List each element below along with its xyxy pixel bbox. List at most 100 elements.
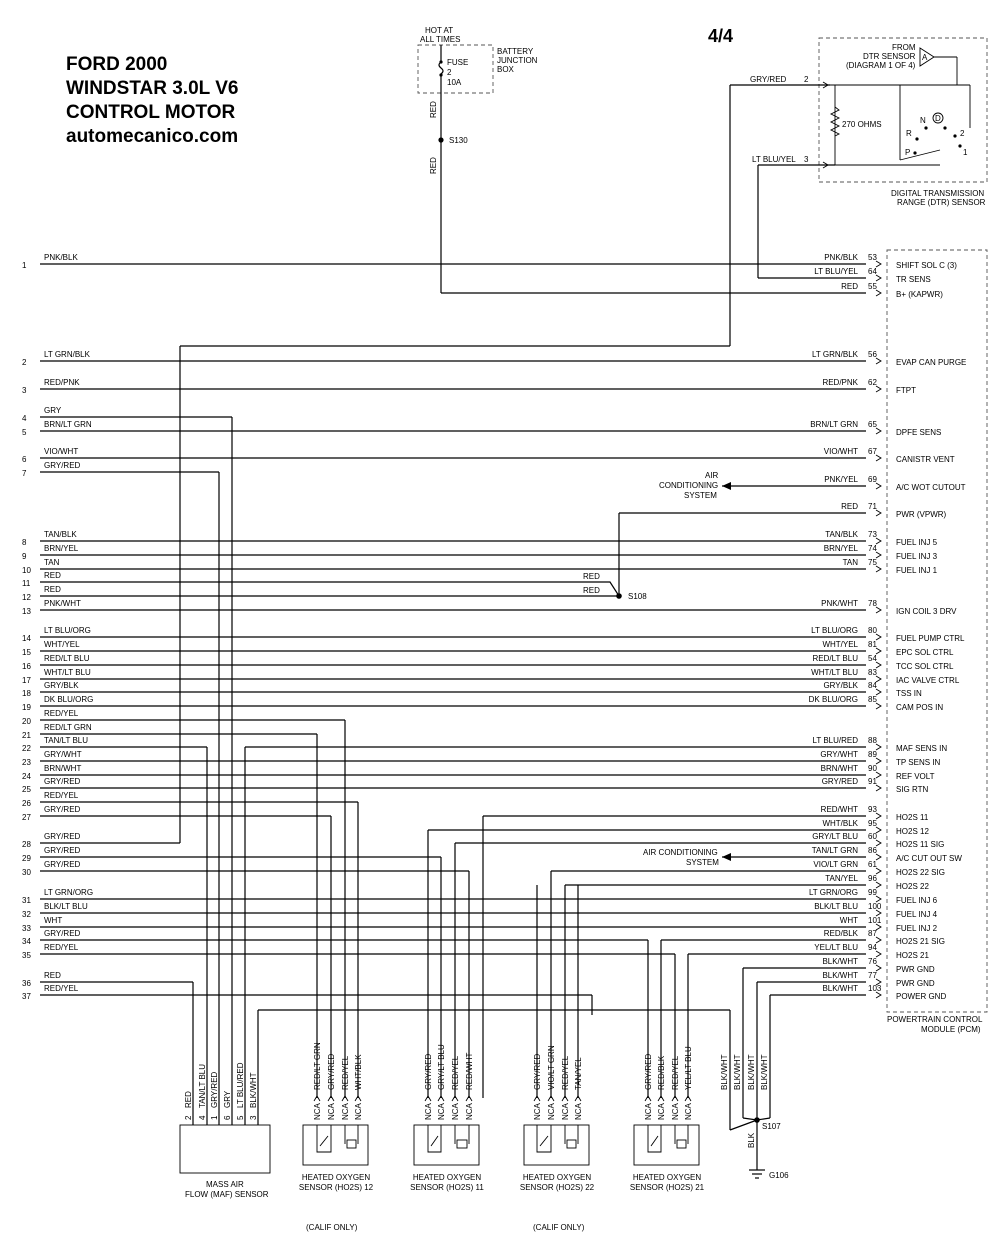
ho2s-pin-chevron-icon (684, 1095, 692, 1102)
left-row-color: BRN/LT GRN (44, 420, 92, 429)
left-row-color: TAN/LT BLU (44, 736, 88, 745)
left-row-color: TAN (44, 558, 60, 567)
pcm-pin-function: PWR (VPWR) (896, 510, 947, 519)
pcm-pin-chevron-icon (875, 675, 882, 683)
title-block: FORD 2000 WINDSTAR 3.0L V6 CONTROL MOTOR… (66, 26, 733, 147)
ho2s-label-1: HEATED OXYGEN (302, 1173, 371, 1182)
pcm-pin-chevron-icon (875, 633, 882, 641)
dtr-contact-n (924, 126, 928, 130)
ac-cutout-label-1: AIR CONDITIONING (643, 848, 718, 857)
left-row-color: GRY/BLK (44, 681, 79, 690)
pcm-pin-function: FUEL INJ 5 (896, 538, 938, 547)
pcm-pin-function: HO2S 22 SIG (896, 868, 945, 877)
dtr-sensor: FROM DTR SENSOR (DIAGRAM 1 OF 4) A 270 O… (180, 37, 988, 347)
pcm-wire-color: GRY/WHT (820, 750, 858, 759)
pcm-wire-color: BLK/WHT (822, 957, 858, 966)
ground-join-2 (729, 1119, 758, 1131)
pcm-pin-number: 90 (868, 764, 877, 773)
pcm-pin-function: HO2S 22 (896, 882, 929, 891)
pcm-pin-function: A/C CUT OUT SW (896, 854, 962, 863)
maf-pin-number: 2 (184, 1115, 193, 1120)
ho2s-wire-color: GRY/RED (644, 1053, 653, 1090)
pcm-pin-function: EVAP CAN PURGE (896, 358, 966, 367)
dtr-pin3-chevron-icon (822, 161, 829, 169)
pcm-wire-color: RED (841, 282, 858, 291)
ho2s-element-icon (316, 1125, 332, 1153)
pcm-pin-chevron-icon (875, 881, 882, 889)
pcm-pin-number: 93 (868, 805, 877, 814)
pcm-pin-chevron-icon (875, 936, 882, 944)
ho2s-wire-color: RED/YEL (341, 1055, 350, 1090)
left-row-number: 9 (22, 552, 27, 561)
pcm-pin-function: EPC SOL CTRL (896, 648, 954, 657)
pcm-wire-color: GRY/BLK (823, 681, 858, 690)
left-row-color: GRY/RED (44, 461, 81, 470)
pcm-pin-number: 73 (868, 530, 877, 539)
pcm-pin-function: HO2S 11 (896, 813, 929, 822)
ho2s-nca-label: NCA (533, 1102, 542, 1120)
pcm-pin-function: FUEL INJ 3 (896, 552, 938, 561)
dtr-pos-p: P (905, 148, 910, 157)
splice-s130-dot (438, 137, 444, 143)
fuse-rating: 10A (447, 78, 462, 87)
dtr-from-2: DTR SENSOR (863, 52, 916, 61)
left-row-color: RED/LT GRN (44, 723, 92, 732)
dtr-d-circle (932, 112, 944, 124)
pcm-wire-color: GRY/LT BLU (812, 832, 858, 841)
maf-pin-number: 1 (210, 1115, 219, 1120)
ground-blk-label: BLK (747, 1132, 756, 1148)
pcm-pin-function: PWR GND (896, 965, 935, 974)
pcm-pin-function: A/C WOT CUTOUT (896, 483, 966, 492)
ho2s-pin-chevron-icon (671, 1095, 679, 1102)
left-row-number: 13 (22, 607, 31, 616)
ho2s-variable-arrow-icon (319, 1135, 329, 1147)
pcm-pin-function: SIG RTN (896, 785, 929, 794)
ho2s-pin-chevron-icon (561, 1095, 569, 1102)
pcm-pin-chevron-icon (875, 661, 882, 669)
left-row-number: 36 (22, 979, 31, 988)
pcm-wire-color: TAN/LT GRN (812, 846, 858, 855)
pcm-pin-chevron-icon (875, 427, 882, 435)
pcm-pin-function: POWER GND (896, 992, 946, 1001)
pcm-outline (886, 249, 988, 1013)
left-row-number: 23 (22, 758, 31, 767)
pcm-wire-color: WHT/BLK (822, 819, 858, 828)
ho2s-pin-chevron-icon (644, 1095, 652, 1102)
ho2s-pin-chevron-icon (327, 1095, 335, 1102)
ho2s-pin-chevron-icon (533, 1095, 541, 1102)
pcm-pin-chevron-icon (875, 688, 882, 696)
left-row-color: WHT (44, 916, 62, 925)
battery-junction-box: HOT AT ALL TIMES FUSE 2 10A BATTERY JUNC… (417, 26, 866, 294)
dtr-contact-d (943, 126, 947, 130)
ho2s-nca-label: NCA (313, 1102, 322, 1120)
ho2s-pin-chevron-icon (547, 1095, 555, 1102)
ac-wot-label-2: CONDITIONING (659, 481, 718, 490)
pcm-pin-number: 53 (868, 253, 877, 262)
pcm-wire-color: WHT/YEL (822, 640, 858, 649)
pcm-pin-chevron-icon (875, 454, 882, 462)
dtr-contact-2 (953, 134, 957, 138)
ac-wot-label-3: SYSTEM (684, 491, 717, 500)
left-row-color: RED/YEL (44, 709, 79, 718)
pcm-wire-color: TAN (843, 558, 859, 567)
pcm-wire-color: BRN/YEL (824, 544, 859, 553)
maf-pin-number: 4 (198, 1115, 207, 1120)
pcm-pin-chevron-icon (875, 702, 882, 710)
left-row-number: 7 (22, 469, 27, 478)
calif-only-1: (CALIF ONLY) (306, 1223, 358, 1232)
pcm-pin-number: 103 (868, 984, 882, 993)
ho2s-wire-color: RED/YEL (561, 1055, 570, 1090)
pcm-pin-number: 55 (868, 282, 877, 291)
maf-label-1: MASS AIR (206, 1180, 244, 1189)
ho2s-label-2: SENSOR (HO2S) 21 (630, 1183, 705, 1192)
maf-sensor-box (179, 1124, 271, 1174)
pcm-wire-color: YEL/LT BLU (814, 943, 858, 952)
pcm-pin-chevron-icon (875, 771, 882, 779)
pcm-pin-function: TP SENS IN (896, 758, 941, 767)
ho2s-nca-label: NCA (424, 1102, 433, 1120)
pcm-pin-chevron-icon (875, 964, 882, 972)
pcm-pin-function: FUEL INJ 2 (896, 924, 938, 933)
